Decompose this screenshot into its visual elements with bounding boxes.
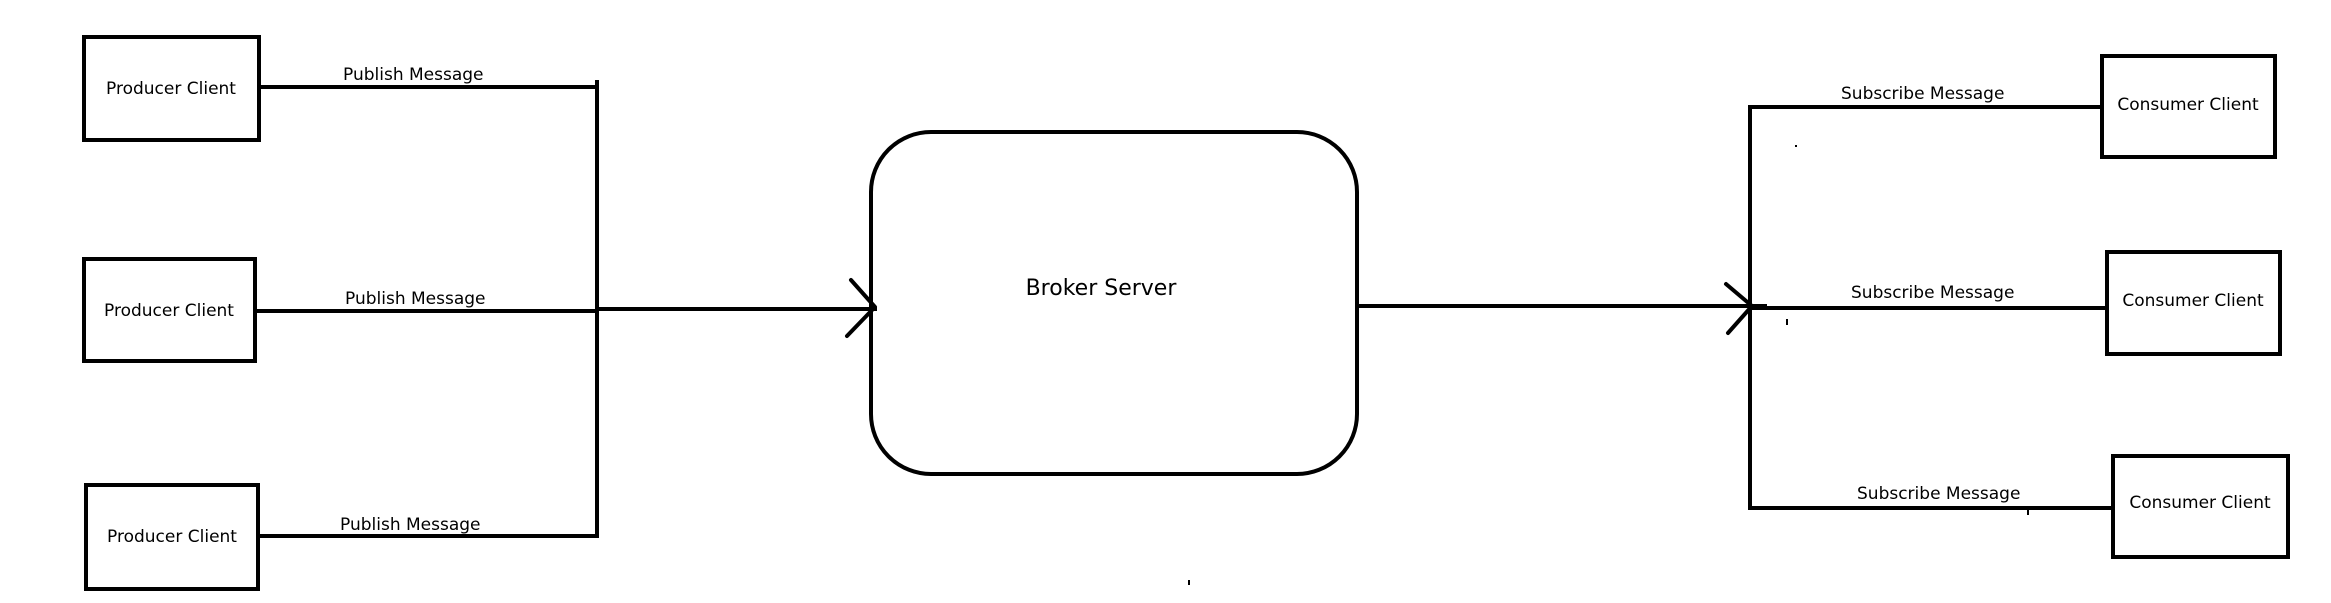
publish-label-1: Publish Message [343, 65, 484, 85]
broker-label: Broker Server [1026, 276, 1178, 301]
broker-input-arrowhead [845, 278, 877, 338]
subscribe-label-3: Subscribe Message [1857, 484, 2020, 504]
speck [2027, 510, 2029, 515]
subscribe-label-1: Subscribe Message [1841, 84, 2004, 104]
speck [1795, 145, 1797, 147]
consumer-box-3 [2111, 454, 2290, 559]
consumer-label-3: Consumer Client [2129, 493, 2271, 513]
producer-label-3: Producer Client [107, 527, 237, 547]
publish-label-3: Publish Message [340, 515, 481, 535]
publish-label-2: Publish Message [345, 289, 486, 309]
speck [1786, 319, 1788, 325]
speck [1188, 580, 1190, 585]
consumer-label-1: Consumer Client [2117, 95, 2259, 115]
consumer-box-1 [2100, 54, 2277, 159]
subscribe-label-2: Subscribe Message [1851, 283, 2014, 303]
producer-label-2: Producer Client [104, 301, 234, 321]
consumer-box-2 [2105, 250, 2282, 356]
producer-label-1: Producer Client [106, 79, 236, 99]
consumer-label-2: Consumer Client [2122, 291, 2264, 311]
broker-box [869, 130, 1359, 476]
